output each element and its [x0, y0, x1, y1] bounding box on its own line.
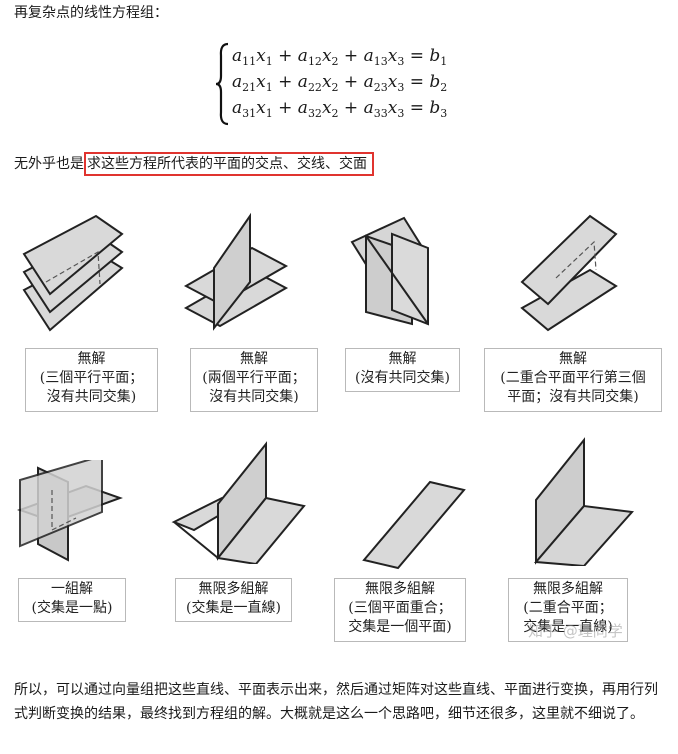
- caption-box: 無限多組解(二重合平面；交集是一直線): [508, 578, 628, 642]
- intro-text: 再复杂点的线性方程组：: [14, 5, 168, 21]
- watermark: 知乎 @理同学: [528, 622, 623, 640]
- diagram-coincident-planes: [362, 480, 466, 570]
- highlight-line: 无外乎也是求这些方程所代表的平面的交点、交线、交面: [14, 152, 374, 176]
- caption-box: 無解(沒有共同交集): [345, 348, 460, 392]
- caption-box: 一組解(交集是一點): [18, 578, 126, 622]
- outro-paragraph: 所以，可以通过向量组把这些直线、平面表示出来，然后通过矩阵对这些直线、平面进行变…: [14, 682, 658, 722]
- diagram-line-three-planes: [171, 441, 306, 564]
- line2-prefix: 无外乎也是: [14, 156, 84, 172]
- diagram-three-parallel-planes: [22, 214, 124, 332]
- caption-box: 無限多組解(三個平面重合；交集是一個平面): [334, 578, 466, 642]
- diagram-single-point: [17, 460, 123, 562]
- equation-row: a31x1 + a32x2 + a33x3 = b3: [232, 98, 448, 120]
- caption-box: 無解(三個平行平面；沒有共同交集): [25, 348, 158, 412]
- caption-box: 無解(二重合平面平行第三個平面；沒有共同交集): [484, 348, 662, 412]
- diagram-coincident-and-parallel: [520, 214, 618, 332]
- equation-row: a21x1 + a22x2 + a23x3 = b2: [232, 72, 448, 94]
- left-brace: [215, 42, 229, 126]
- diagram-two-parallel-one-crossing: [183, 212, 289, 331]
- diagram-pairwise-intersecting: [350, 216, 429, 326]
- caption-box: 無解(兩個平行平面；沒有共同交集): [190, 348, 318, 412]
- diagram-two-coincident-crossing: [533, 437, 635, 566]
- highlight-box: 求这些方程所代表的平面的交点、交线、交面: [84, 152, 374, 176]
- caption-box: 無限多組解(交集是一直線): [175, 578, 292, 622]
- linear-system: a11x1 + a12x2 + a13x3 = b1 a21x1 + a22x2…: [214, 42, 484, 126]
- equation-row: a11x1 + a12x2 + a13x3 = b1: [232, 46, 448, 68]
